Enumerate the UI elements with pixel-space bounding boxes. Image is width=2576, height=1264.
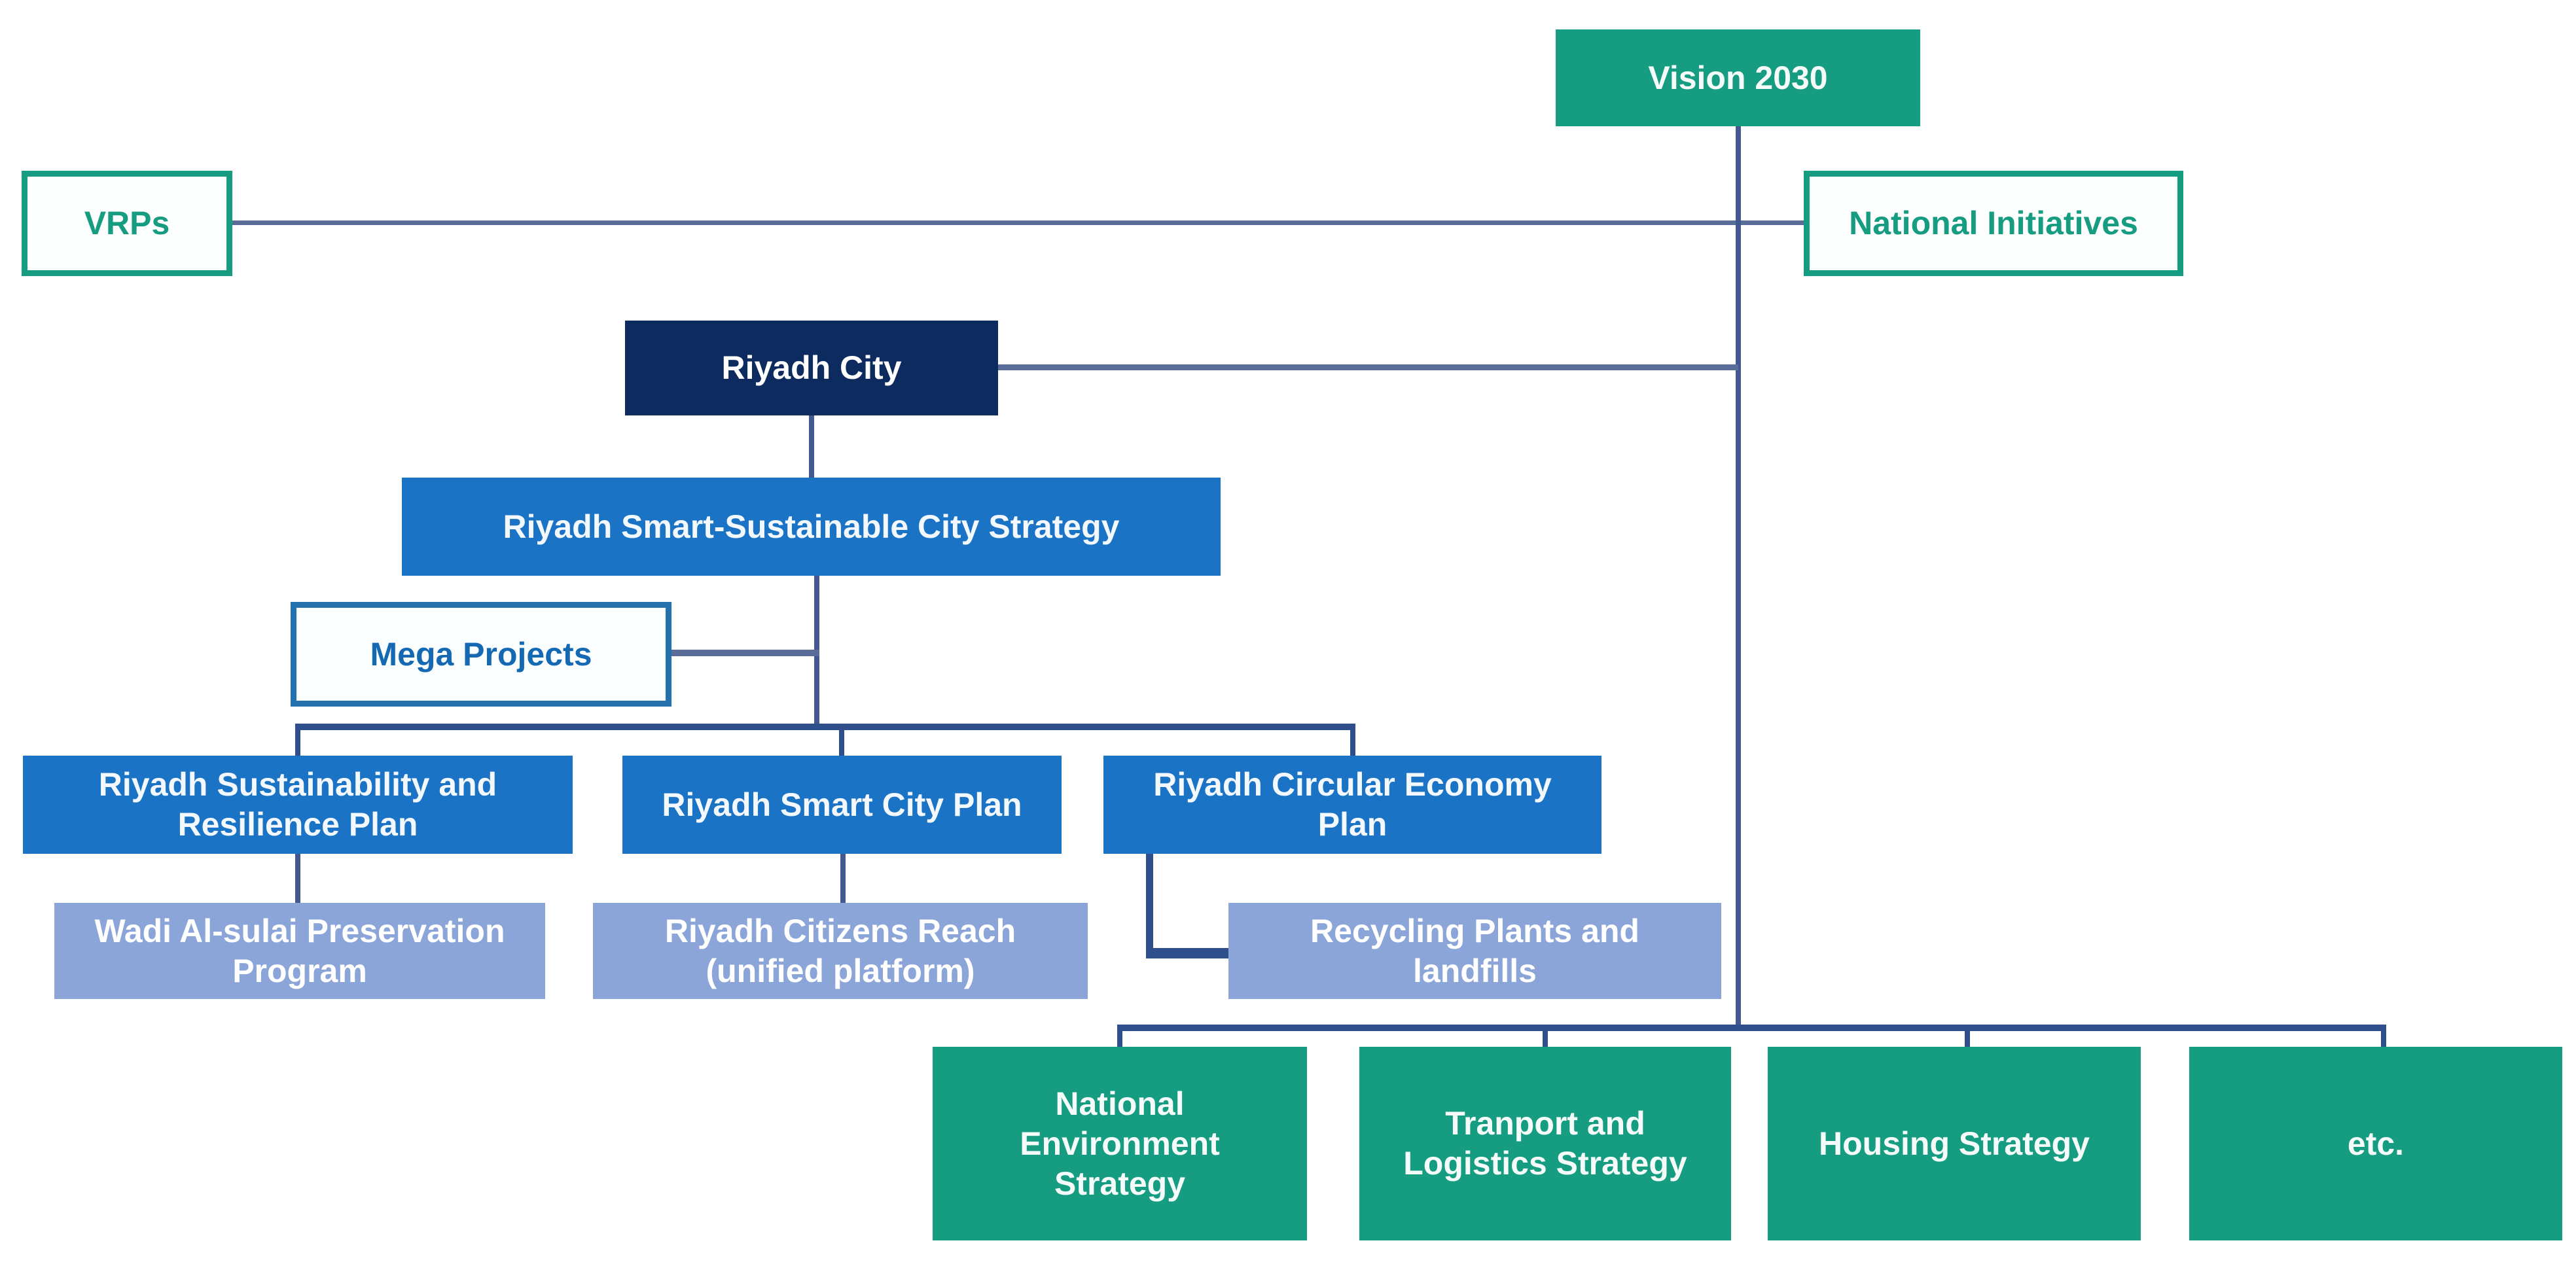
node-mega-projects-label: Mega Projects (370, 635, 592, 673)
connector-strategies-drop-1 (1117, 1025, 1122, 1047)
node-national-initiatives-label: National Initiatives (1849, 205, 2138, 241)
node-citizens-reach: Riyadh Citizens Reach (unified platform) (593, 903, 1088, 999)
node-smart-city-plan-label: Riyadh Smart City Plan (662, 786, 1022, 823)
connector-strategies-drop-2 (1543, 1031, 1548, 1047)
node-smart-sustainable-strategy-label: Riyadh Smart-Sustainable City Strategy (503, 508, 1120, 545)
connector-riyadh-city-vertical (809, 415, 814, 478)
connector-plans-bracket-drop-left (295, 724, 300, 756)
node-riyadh-city: Riyadh City (625, 321, 998, 415)
connector-mega-projects-horizontal (671, 650, 819, 656)
node-transport-logistics-strategy-label: Tranport and Logistics Strategy (1403, 1105, 1687, 1182)
connector-plans-bracket (295, 724, 1355, 730)
node-transport-logistics-strategy: Tranport and Logistics Strategy (1359, 1047, 1731, 1240)
node-national-initiatives: National Initiatives (1804, 171, 2183, 276)
node-national-environment-strategy-label: National Environment Strategy (1020, 1085, 1220, 1202)
node-national-environment-strategy: National Environment Strategy (933, 1047, 1307, 1240)
connector-strategies-bracket (1117, 1025, 2386, 1031)
node-circular-economy-plan: Riyadh Circular Economy Plan (1103, 756, 1601, 854)
connector-circular-to-recycling-horizontal (1146, 948, 1228, 958)
node-circular-economy-plan-label: Riyadh Circular Economy Plan (1153, 766, 1552, 843)
node-vision-2030: Vision 2030 (1556, 29, 1920, 126)
node-housing-strategy: Housing Strategy (1768, 1047, 2141, 1240)
connector-plans-bracket-drop-right (1350, 724, 1355, 756)
connector-smartcity-to-citizens (840, 854, 846, 903)
connector-strategies-drop-4 (2381, 1025, 2386, 1047)
connector-strategies-drop-3 (1965, 1031, 1970, 1047)
connector-vision-vertical (1736, 126, 1741, 1031)
node-recycling-plants-landfills: Recycling Plants and landfills (1228, 903, 1721, 999)
node-vrps: VRPs (22, 171, 232, 276)
node-riyadh-city-label: Riyadh City (721, 349, 902, 386)
node-etc: etc. (2189, 1047, 2562, 1240)
node-smart-city-plan: Riyadh Smart City Plan (622, 756, 1062, 854)
connector-sustainability-to-wadi (295, 854, 300, 903)
node-sustainability-resilience-plan: Riyadh Sustainability and Resilience Pla… (23, 756, 573, 854)
node-housing-strategy-label: Housing Strategy (1819, 1125, 2090, 1162)
node-smart-sustainable-strategy: Riyadh Smart-Sustainable City Strategy (402, 478, 1221, 576)
node-recycling-plants-landfills-label: Recycling Plants and landfills (1310, 912, 1639, 989)
node-vrps-label: VRPs (84, 205, 170, 241)
node-sustainability-resilience-plan-label: Riyadh Sustainability and Resilience Pla… (98, 766, 497, 843)
connector-vrps-to-national-initiatives (232, 220, 1804, 225)
node-wadi-alsulai-program-label: Wadi Al-sulai Preservation Program (94, 912, 505, 989)
node-wadi-alsulai-program: Wadi Al-sulai Preservation Program (54, 903, 545, 999)
connector-plans-bracket-drop-mid (839, 730, 844, 756)
node-etc-label: etc. (2347, 1125, 2405, 1162)
connector-circular-to-recycling-vertical (1146, 854, 1153, 958)
node-mega-projects: Mega Projects (291, 602, 671, 707)
node-citizens-reach-label: Riyadh Citizens Reach (unified platform) (664, 912, 1016, 989)
connector-riyadh-city-horizontal (998, 364, 1738, 370)
node-vision-2030-label: Vision 2030 (1648, 59, 1828, 96)
